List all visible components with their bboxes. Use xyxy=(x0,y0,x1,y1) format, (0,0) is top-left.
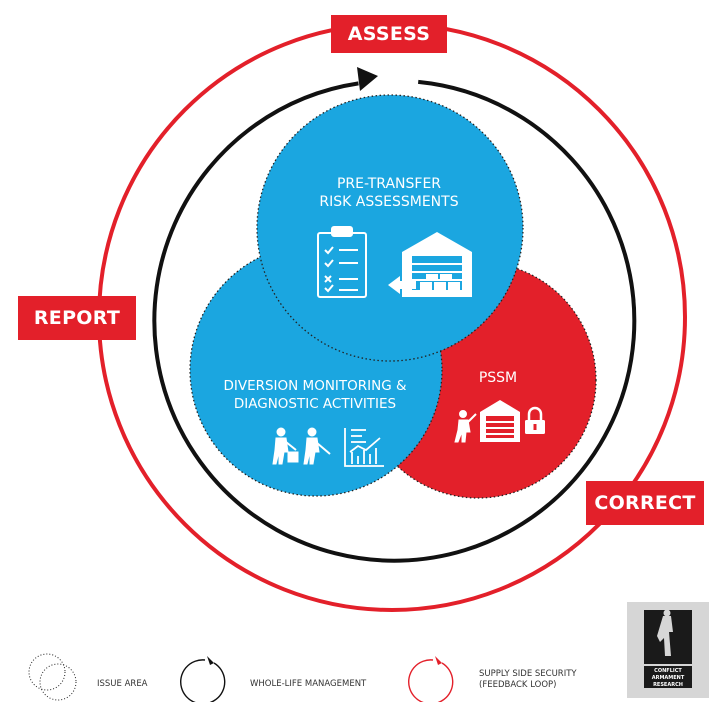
issue-area-legend-label: ISSUE AREA xyxy=(97,679,148,689)
secure-warehouse-icon xyxy=(480,400,520,442)
padlock-icon xyxy=(525,406,545,434)
pre-transfer-label: PRE-TRANSFER RISK ASSESSMENTS xyxy=(278,175,500,211)
warehouse-icon xyxy=(388,232,472,297)
assess-label: ASSESS xyxy=(331,15,447,53)
pssm-label: PSSM xyxy=(478,370,518,386)
diversion-label: DIVERSION MONITORING & DIAGNOSTIC ACTIVI… xyxy=(198,377,432,413)
logo-mark xyxy=(644,609,692,688)
conflict-armament-research-logo: CONFLICT ARMAMENT RESEARCH xyxy=(627,602,709,698)
diversion-line1: DIVERSION MONITORING & xyxy=(223,378,407,394)
intruder-icon xyxy=(454,410,477,443)
supply-side-legend-label: SUPPLY SIDE SECURITY (FEEDBACK LOOP) xyxy=(479,669,577,691)
whole-life-management-loop xyxy=(152,79,637,563)
pre-transfer-line2: RISK ASSESSMENTS xyxy=(319,194,459,210)
logo-line2: ARMAMENT xyxy=(651,675,685,681)
inspectors-icon xyxy=(272,427,331,465)
pre-transfer-circle xyxy=(256,94,524,362)
loop-arrowhead xyxy=(357,67,378,91)
whole-life-legend-label: WHOLE-LIFE MANAGEMENT xyxy=(250,679,367,689)
logo-line1: CONFLICT xyxy=(654,668,682,674)
issue-area-legend-icon xyxy=(28,653,77,701)
supply-side-legend-icon xyxy=(408,656,454,702)
supply-side-line1: SUPPLY SIDE SECURITY xyxy=(479,669,577,679)
correct-label: CORRECT xyxy=(586,481,704,525)
logo-line3: RESEARCH xyxy=(653,682,683,688)
checklist-icon xyxy=(317,226,367,298)
pre-transfer-line1: PRE-TRANSFER xyxy=(336,176,442,192)
whole-life-legend-icon xyxy=(180,656,226,702)
growth-chart-icon xyxy=(344,428,384,467)
supply-side-line2: (FEEDBACK LOOP) xyxy=(479,680,557,690)
report-label: REPORT xyxy=(18,296,136,340)
diversion-line2: DIAGNOSTIC ACTIVITIES xyxy=(233,396,397,412)
